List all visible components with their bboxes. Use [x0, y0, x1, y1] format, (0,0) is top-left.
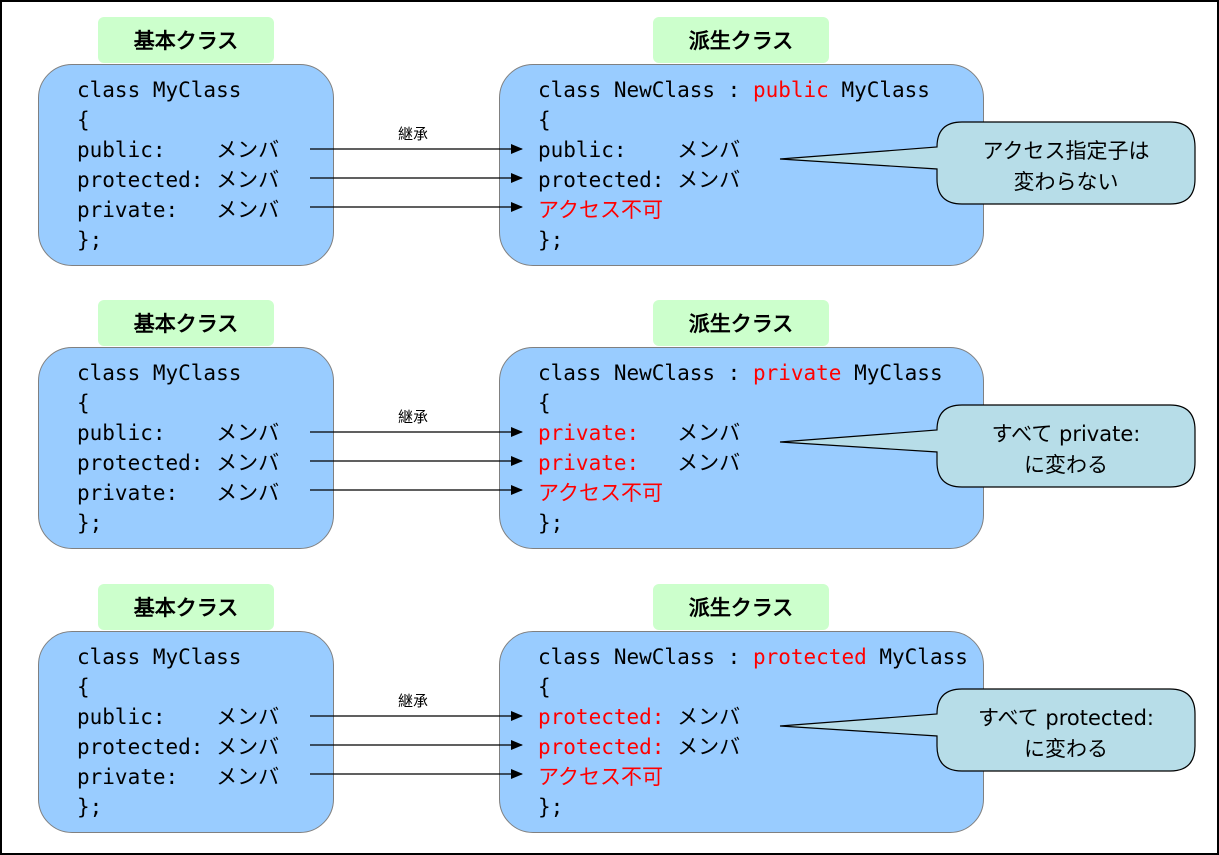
- callout-bubble: [779, 688, 1196, 772]
- inaccessible-member: アクセス不可: [538, 198, 663, 222]
- code-line: private: メンバ: [77, 481, 280, 505]
- base-class-code-box: class MyClass { public: メンバ protected: メ…: [38, 347, 334, 549]
- base-class-label: 基本クラス: [98, 300, 274, 346]
- access-keyword: private: [752, 361, 842, 385]
- inheritance-label: 継承: [398, 125, 429, 143]
- base-class-label: 基本クラス: [98, 584, 274, 630]
- derived-declaration: class NewClass : public MyClass: [538, 75, 930, 105]
- derived-member-line: protected: メンバ: [538, 702, 740, 732]
- code-line: {: [77, 391, 90, 415]
- code-line: {: [77, 675, 90, 699]
- code-line: private: メンバ: [77, 765, 280, 789]
- access-specifier: protected:: [538, 168, 678, 192]
- member-name: メンバ: [677, 168, 741, 192]
- decl-suffix: MyClass: [841, 361, 943, 385]
- decl-prefix: class NewClass :: [538, 78, 753, 102]
- derived-member-line: private: メンバ: [538, 448, 740, 478]
- access-specifier: protected:: [538, 735, 678, 759]
- code-line: };: [77, 228, 103, 252]
- decl-prefix: class NewClass :: [538, 361, 753, 385]
- derived-class-label: 派生クラス: [653, 584, 829, 630]
- code-line: };: [538, 511, 564, 535]
- base-class-code-box: class MyClass { public: メンバ protected: メ…: [38, 631, 334, 833]
- decl-suffix: MyClass: [866, 645, 968, 669]
- callout-bubble: [779, 121, 1196, 205]
- code-line: {: [538, 391, 551, 415]
- section-protected-graphics: [310, 688, 1196, 779]
- code-line: protected: メンバ: [77, 735, 280, 759]
- code-line: {: [538, 675, 551, 699]
- code-line: public: メンバ: [77, 138, 280, 162]
- derived-declaration: class NewClass : private MyClass: [538, 358, 943, 388]
- code-line: public: メンバ: [77, 421, 280, 445]
- decl-suffix: MyClass: [828, 78, 930, 102]
- code-line: public: メンバ: [77, 705, 280, 729]
- decl-prefix: class NewClass :: [538, 645, 753, 669]
- member-name: メンバ: [677, 705, 741, 729]
- derived-member-line: protected: メンバ: [538, 165, 740, 195]
- code-line: {: [77, 108, 90, 132]
- section-private-graphics: [310, 404, 1196, 495]
- code-line: {: [538, 108, 551, 132]
- member-name: メンバ: [677, 138, 741, 162]
- code-line: };: [538, 228, 564, 252]
- derived-member-line: private: メンバ: [538, 418, 740, 448]
- code-line: private: メンバ: [77, 198, 280, 222]
- inheritance-section-protected: 基本クラス 派生クラス class MyClass { public: メンバ …: [2, 569, 1217, 853]
- inheritance-label: 継承: [398, 408, 429, 426]
- access-specifier: private:: [538, 421, 678, 445]
- access-keyword: protected: [752, 645, 867, 669]
- callout-bubble: [779, 404, 1196, 488]
- code-line: };: [77, 511, 103, 535]
- code-line: class MyClass: [77, 78, 242, 102]
- code-line: class MyClass: [77, 361, 242, 385]
- access-specifier: protected:: [538, 705, 678, 729]
- inaccessible-member: アクセス不可: [538, 765, 663, 789]
- code-line: };: [77, 795, 103, 819]
- code-line: protected: メンバ: [77, 451, 280, 475]
- inaccessible-member: アクセス不可: [538, 481, 663, 505]
- section-public-graphics: [310, 121, 1196, 212]
- derived-member-line: protected: メンバ: [538, 732, 740, 762]
- code-line: class MyClass: [77, 645, 242, 669]
- code-line: protected: メンバ: [77, 168, 280, 192]
- access-specifier: private:: [538, 451, 678, 475]
- derived-class-label: 派生クラス: [653, 300, 829, 346]
- member-name: メンバ: [677, 451, 741, 475]
- derived-member-line: public: メンバ: [538, 135, 740, 165]
- derived-class-label: 派生クラス: [653, 17, 829, 63]
- member-name: メンバ: [677, 735, 741, 759]
- base-class-code-box: class MyClass { public: メンバ protected: メ…: [38, 64, 334, 266]
- access-specifier: public:: [538, 138, 678, 162]
- access-keyword: public: [752, 78, 829, 102]
- inheritance-label: 継承: [398, 692, 429, 710]
- base-class-label: 基本クラス: [98, 17, 274, 63]
- code-line: };: [538, 795, 564, 819]
- derived-declaration: class NewClass : protected MyClass: [538, 642, 968, 672]
- member-name: メンバ: [677, 421, 741, 445]
